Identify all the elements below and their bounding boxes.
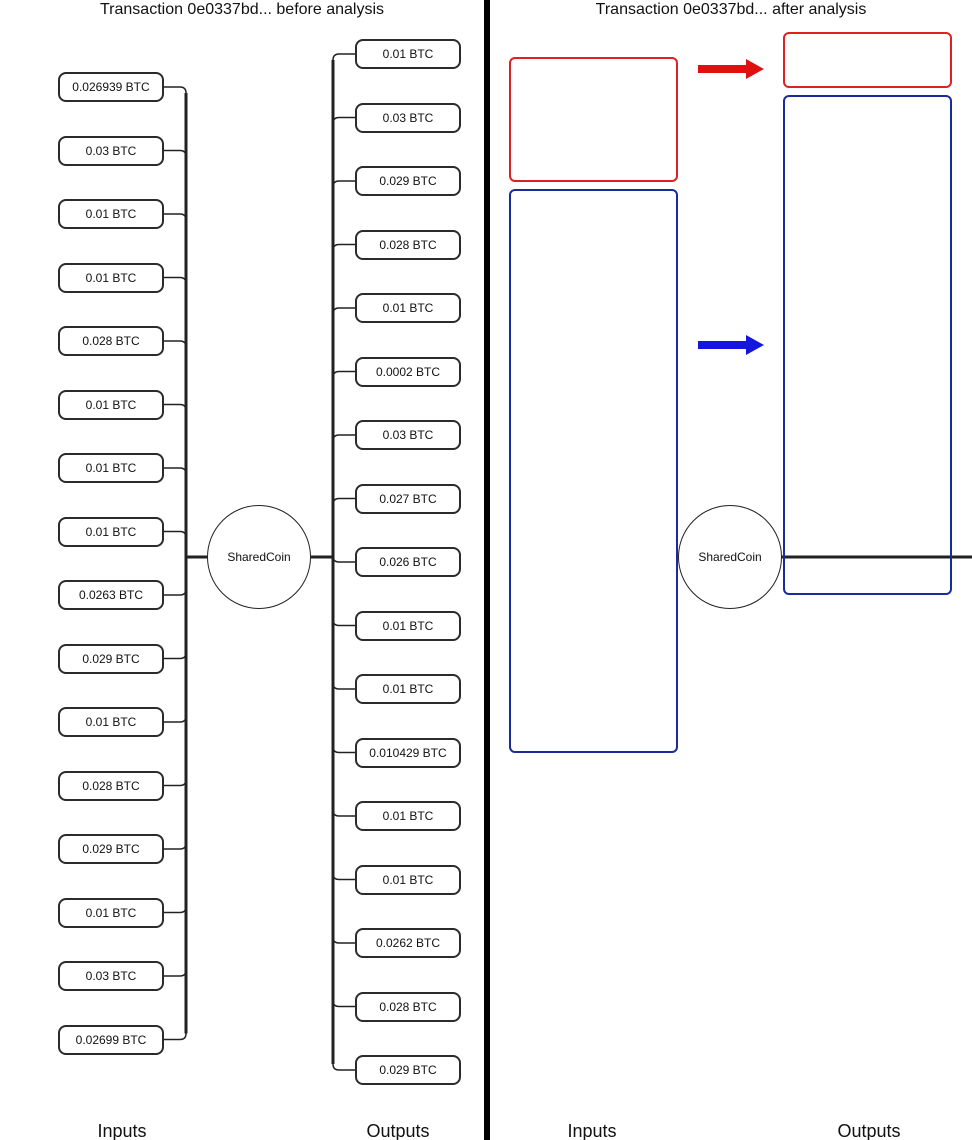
btc-amount-node: 0.03 BTC [58, 135, 164, 166]
btc-amount-node: 0.027 BTC [355, 483, 461, 514]
wire [332, 682, 355, 690]
wire [332, 116, 355, 124]
wire [164, 715, 187, 723]
btc-amount-node: 0.0002 BTC [355, 356, 461, 387]
red-output-group-box [783, 32, 952, 88]
wire [164, 213, 187, 221]
btc-amount-node: 0.028 BTC [58, 326, 164, 356]
btc-amount-node: 0.0262 BTC [355, 928, 461, 958]
panel-title: Transaction 0e0337bd... after analysis [595, 1, 867, 18]
btc-amount-node: 0.029 BTC [58, 643, 164, 674]
wire [332, 497, 355, 505]
wire [332, 873, 355, 881]
inputs-label: Inputs [567, 1121, 617, 1140]
wire [332, 619, 355, 627]
btc-amount-node: 0.01 BTC [58, 199, 164, 229]
wire [164, 969, 187, 977]
wire [164, 1033, 187, 1041]
btc-amount-node: 0.01 BTC [58, 453, 164, 483]
btc-amount-node: 0.026939 BTC [58, 72, 164, 102]
wire [332, 936, 355, 944]
wire [332, 53, 355, 61]
btc-amount-node: 0.0263 BTC [58, 580, 164, 610]
btc-amount-node: 0.01 BTC [58, 262, 164, 293]
wire [164, 779, 187, 787]
wire [332, 370, 355, 378]
blue-output-group-box [783, 95, 952, 595]
wire [164, 149, 187, 157]
btc-amount-node: 0.029 BTC [58, 834, 164, 864]
btc-amount-node: 0.01 BTC [355, 610, 461, 641]
outputs-label: Outputs [837, 1121, 901, 1140]
btc-amount-node: 0.01 BTC [355, 39, 461, 69]
btc-amount-node: 0.01 BTC [355, 293, 461, 323]
red-arrow-icon [698, 59, 764, 79]
red-input-group-box [509, 57, 678, 182]
wire [332, 180, 355, 188]
btc-amount-node: 0.029 BTC [355, 166, 461, 196]
wire [164, 467, 187, 475]
blue-input-group-box [509, 189, 678, 753]
wire [164, 86, 187, 94]
btc-amount-node: 0.03 BTC [58, 961, 164, 991]
btc-amount-node: 0.01 BTC [58, 897, 164, 928]
wire [332, 1000, 355, 1008]
wire [164, 340, 187, 348]
btc-amount-node: 0.01 BTC [355, 801, 461, 831]
btc-amount-node: 0.028 BTC [355, 229, 461, 260]
btc-amount-node: 0.01 BTC [58, 389, 164, 420]
panel-after-analysis: Transaction 0e0337bd... after analysis S… [490, 0, 972, 1140]
btc-amount-node: 0.028 BTC [355, 991, 461, 1022]
inputs-label: Inputs [97, 1121, 147, 1140]
wire [332, 434, 355, 442]
blue-arrow-icon [698, 335, 764, 355]
btc-amount-node: 0.03 BTC [355, 102, 461, 133]
wire [164, 652, 187, 660]
wire [332, 307, 355, 315]
wire [332, 555, 355, 563]
connection-wires [164, 53, 355, 1071]
btc-amount-node: 0.01 BTC [355, 674, 461, 704]
btc-amount-node: 0.03 BTC [355, 420, 461, 450]
panel-before-analysis: Transaction 0e0337bd... before analysis … [0, 0, 484, 1140]
btc-amount-node: 0.02699 BTC [58, 1024, 164, 1055]
btc-amount-node: 0.010429 BTC [355, 737, 461, 768]
wire [164, 906, 187, 914]
wire [164, 403, 187, 411]
btc-amount-node: 0.01 BTC [355, 864, 461, 895]
outputs-label: Outputs [366, 1121, 430, 1140]
panel-title: Transaction 0e0337bd... before analysis [99, 1, 385, 18]
btc-amount-node: 0.029 BTC [355, 1055, 461, 1085]
wire [332, 243, 355, 251]
wire [164, 588, 187, 596]
btc-amount-node: 0.01 BTC [58, 516, 164, 547]
wire [164, 530, 187, 538]
wire [332, 809, 355, 817]
btc-amount-node: 0.028 BTC [58, 770, 164, 801]
btc-amount-node: 0.01 BTC [58, 707, 164, 737]
wire [164, 842, 187, 850]
sharedcoin-hub: SharedCoin [678, 505, 782, 609]
wire [332, 1063, 355, 1071]
wire [164, 276, 187, 284]
sharedcoin-hub: SharedCoin [207, 505, 311, 609]
btc-amount-node: 0.026 BTC [355, 547, 461, 577]
wire [332, 746, 355, 754]
